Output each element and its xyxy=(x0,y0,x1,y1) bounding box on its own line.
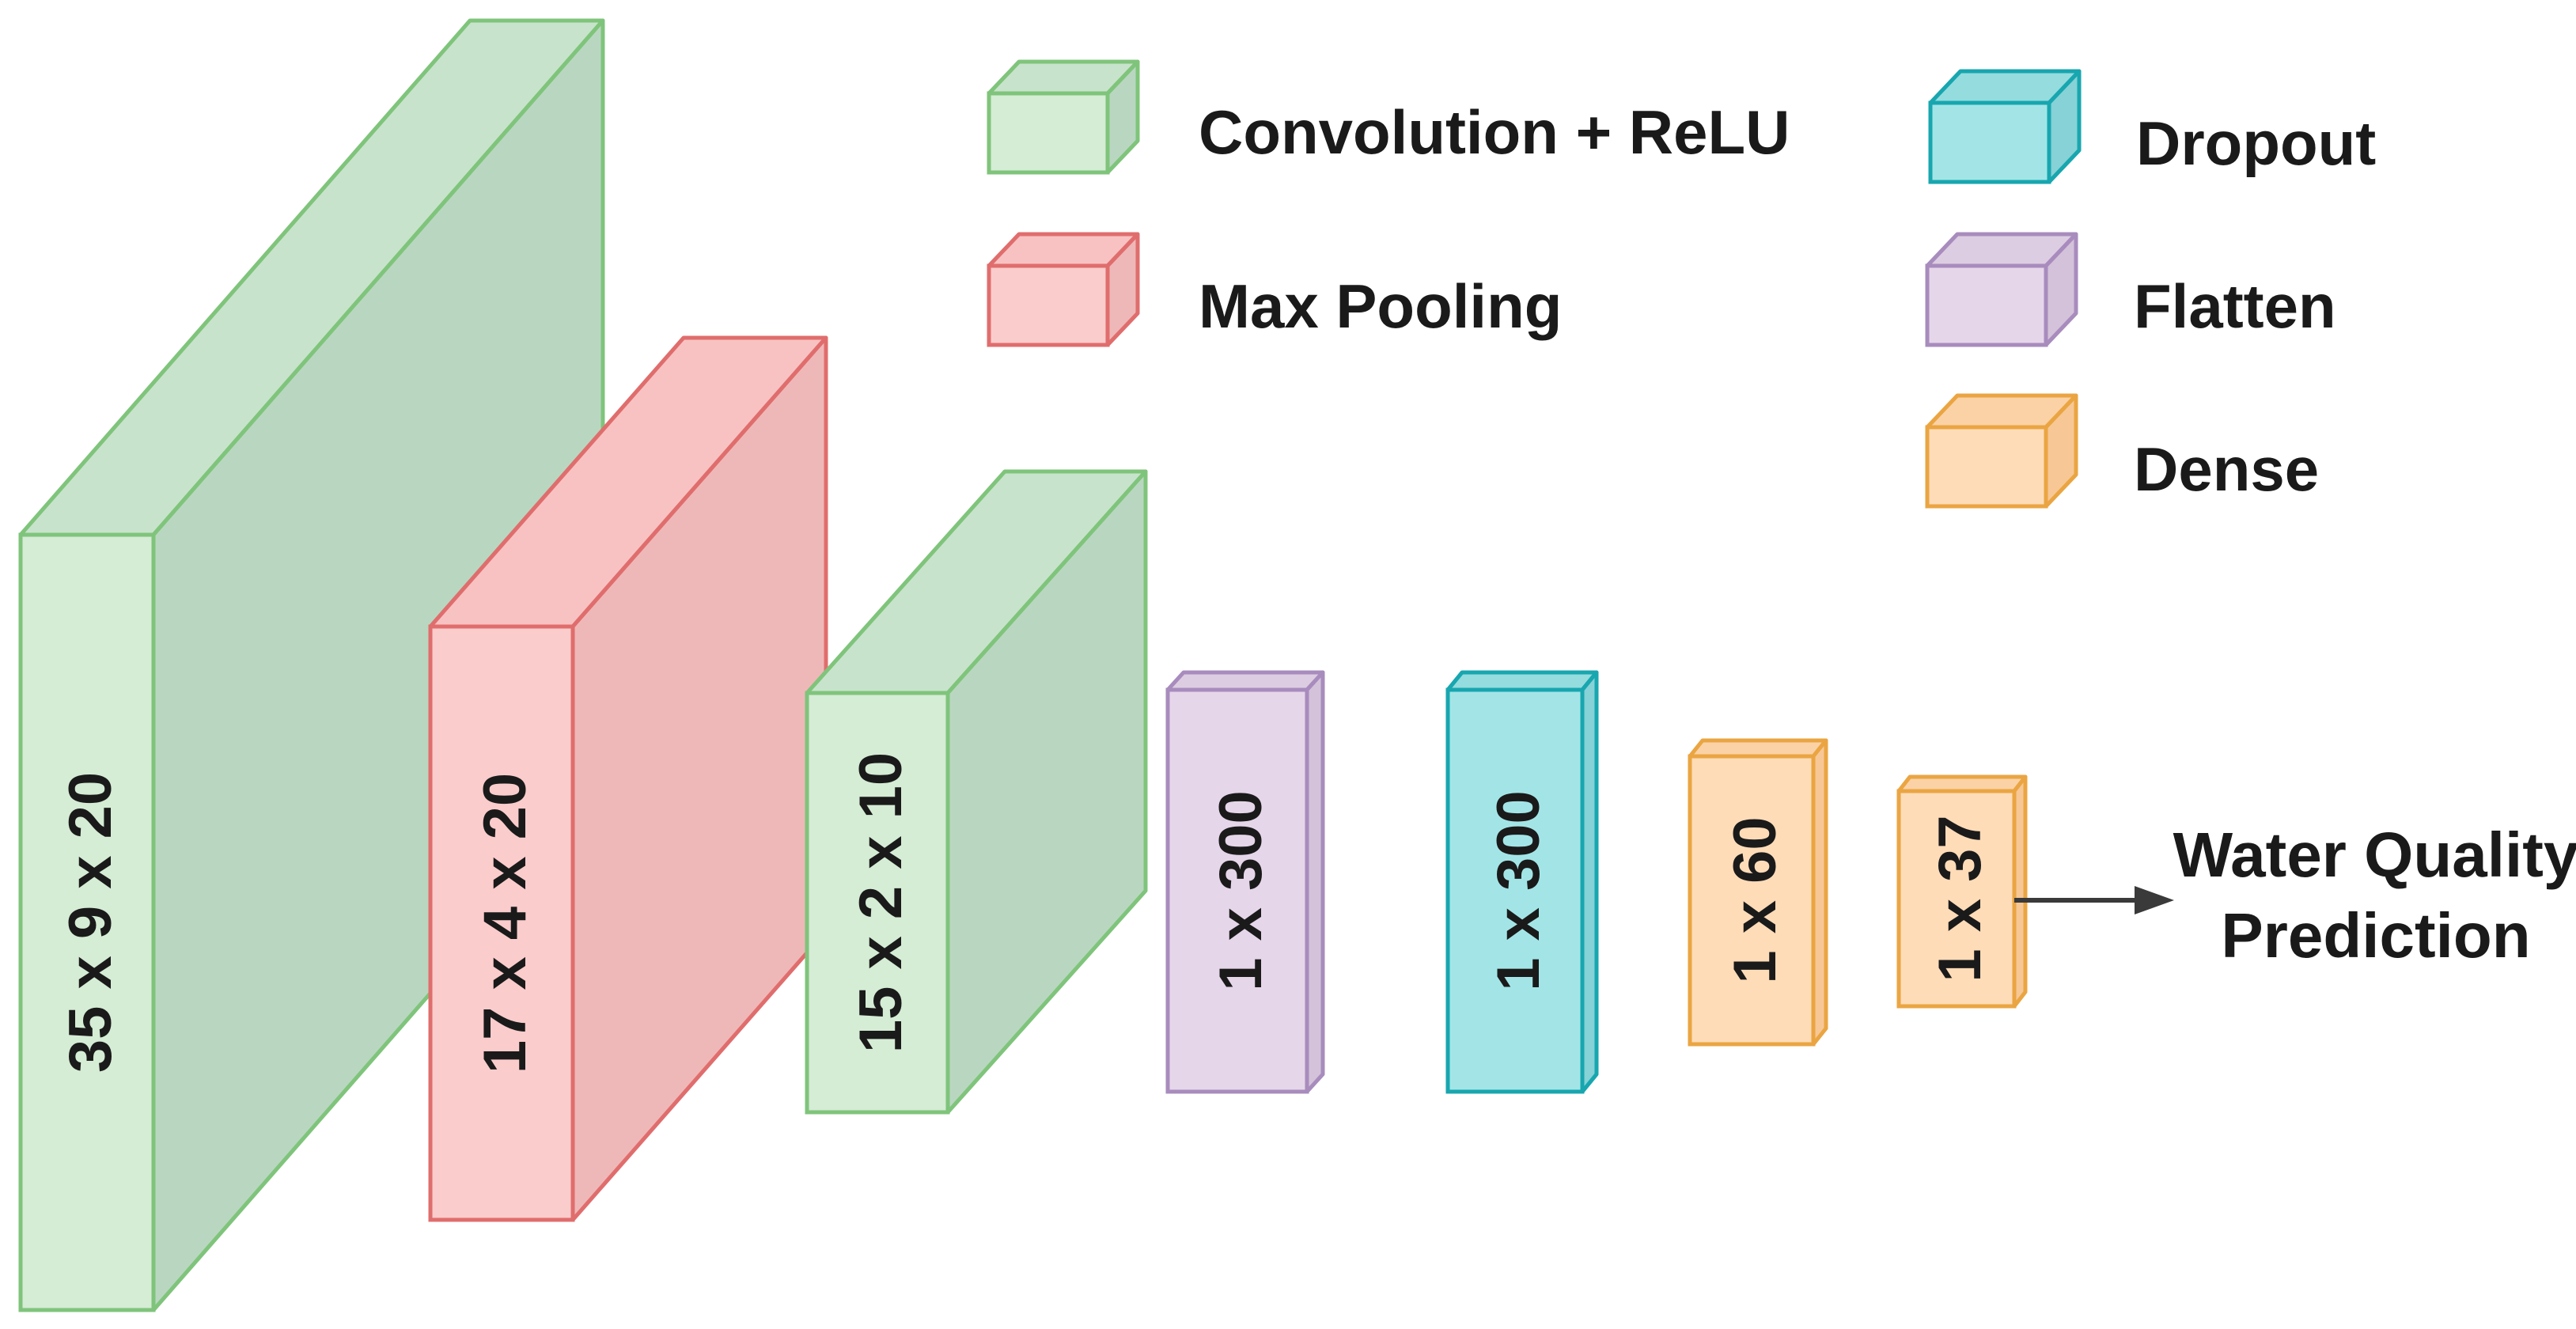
legend-label-conv: Convolution + ReLU xyxy=(1199,97,1790,167)
layer-block-6-front-face xyxy=(1688,754,1816,1047)
layer-block-5: 1 x 300 xyxy=(1445,670,1599,1094)
legend: Convolution + ReLU Max Pooling DropoutFlat… xyxy=(987,59,2376,509)
layer-dimension-label: 1 x 300 xyxy=(1207,790,1275,991)
layers-group: 35 x 9 x 20 17 x 4 x 20 15 x 2 x 10 1 x 300… xyxy=(18,18,2028,1312)
layer-dimension-label: 1 x 37 xyxy=(1926,815,1994,982)
layer-block-4: 1 x 300 xyxy=(1165,670,1325,1094)
layer-dimension-label: 15 x 2 x 10 xyxy=(847,752,915,1053)
layer-dimension-label: 17 x 4 x 20 xyxy=(472,773,539,1073)
legend-swatch-pool xyxy=(987,232,1140,347)
legend-swatch-dropout xyxy=(1928,69,2082,184)
layer-block-7: 1 x 37 xyxy=(1896,774,2028,1009)
output-label-line1: Water Quality xyxy=(2173,820,2576,890)
legend-label-dropout: Dropout xyxy=(2136,108,2376,178)
layer-dimension-label: 1 x 60 xyxy=(1722,816,1789,983)
layer-block-3: 15 x 2 x 10 xyxy=(805,469,1148,1115)
layer-block-5-top-face xyxy=(1445,670,1599,692)
layer-block-1: 35 x 9 x 20 xyxy=(18,18,605,1312)
layer-block-6-top-face xyxy=(1688,738,1828,759)
layer-dimension-label: 1 x 300 xyxy=(1485,790,1552,991)
layer-block-5-side-face xyxy=(1580,670,1599,1094)
output-arrow xyxy=(2014,886,2174,914)
legend-swatch-dense-front-face xyxy=(1925,425,2048,509)
legend-swatch-dropout-front-face xyxy=(1928,100,2051,184)
layer-block-4-side-face xyxy=(1305,670,1325,1094)
layer-block-2-front-face xyxy=(428,624,575,1222)
legend-swatch-flatten xyxy=(1925,232,2078,347)
legend-swatch-flatten-front-face xyxy=(1925,263,2048,347)
layer-block-1-front-face xyxy=(18,532,156,1312)
legend-swatch-conv xyxy=(987,59,1140,175)
layer-block-2: 17 x 4 x 20 xyxy=(428,335,828,1222)
layer-block-4-top-face xyxy=(1165,670,1325,692)
layer-block-4-front-face xyxy=(1165,687,1309,1094)
layer-block-7-top-face xyxy=(1896,774,2028,793)
legend-swatch-pool-front-face xyxy=(987,263,1110,347)
legend-label-dense: Dense xyxy=(2134,434,2319,504)
layer-block-5-front-face xyxy=(1445,687,1585,1094)
layer-block-6: 1 x 60 xyxy=(1688,738,1828,1047)
layer-dimension-label: 35 x 9 x 20 xyxy=(57,772,124,1073)
arrow-right-icon xyxy=(2135,886,2174,914)
layer-block-3-front-face xyxy=(805,691,950,1115)
legend-label-pool: Max Pooling xyxy=(1199,271,1562,341)
output-label-line2: Prediction xyxy=(2221,900,2530,971)
legend-label-flatten: Flatten xyxy=(2134,271,2336,341)
legend-swatch-conv-front-face xyxy=(987,91,1110,175)
legend-swatch-dense xyxy=(1925,393,2078,509)
